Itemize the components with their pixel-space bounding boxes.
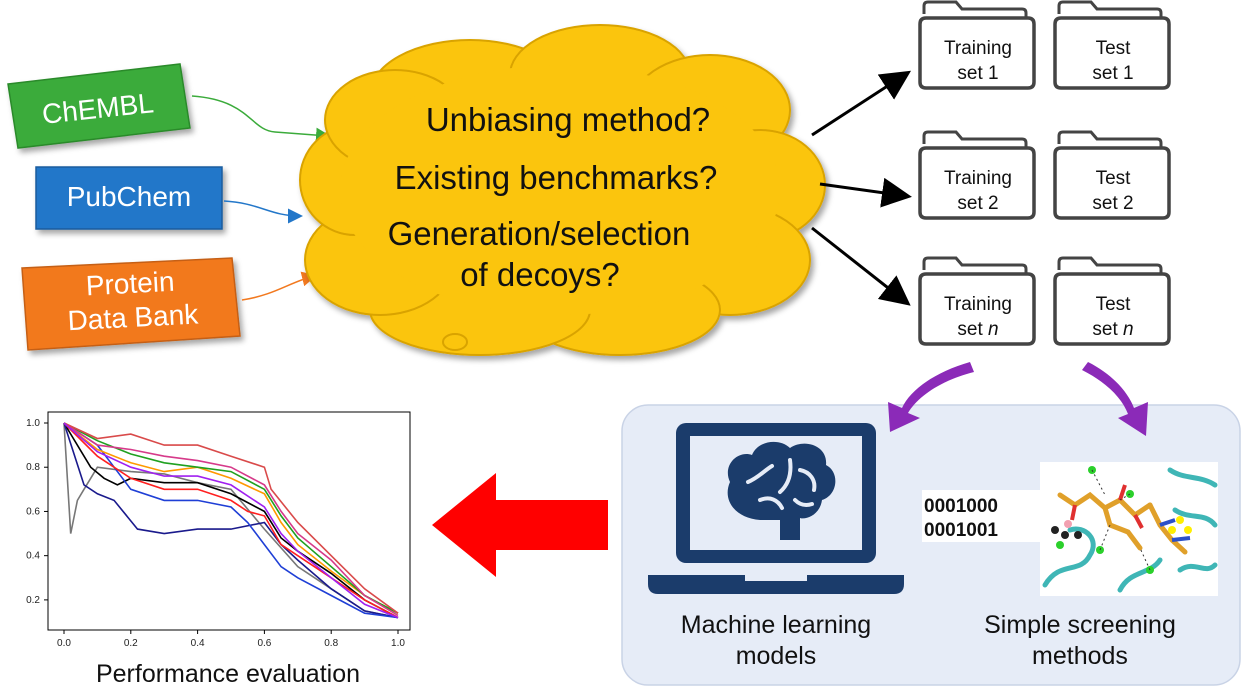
training-2-line1: Training — [944, 168, 1012, 189]
series-line-10 — [63, 422, 399, 619]
screening-label-line1: Simple screening — [984, 611, 1176, 639]
x-tick-label: 0.8 — [324, 638, 338, 649]
y-tick-label: 0.2 — [26, 595, 40, 606]
x-tick-label: 0.2 — [124, 638, 138, 649]
purple-arrow-left — [888, 362, 974, 432]
split-arrow-3 — [811, 226, 911, 306]
cloud-line-2: Existing benchmarks? — [395, 159, 718, 196]
series-line-4 — [63, 422, 399, 619]
test-1-line1: Test — [1096, 38, 1132, 59]
cloud-line-3: Generation/selection — [388, 215, 691, 252]
screening-label-line2: methods — [1032, 642, 1128, 670]
pdb-box — [21, 257, 241, 351]
pdb-label-line1: Protein — [85, 266, 175, 302]
training-n-line1: Training — [944, 294, 1012, 315]
performance-chart: 0.0 0.2 0.4 0.6 0.8 1.0 0.2 0.4 0.6 0.8 1.0 — [26, 411, 411, 649]
series-line-9 — [63, 422, 399, 614]
series-line-2 — [63, 422, 399, 619]
x-tick-label: 0.0 — [57, 638, 71, 649]
ml-label-line2: models — [736, 642, 817, 670]
red-arrow — [432, 473, 608, 577]
test-n-line2: set n — [1092, 319, 1133, 340]
training-2-line2: set 2 — [957, 193, 998, 214]
training-n-line2: set n — [957, 319, 998, 340]
purple-arrow-right — [1082, 362, 1148, 436]
test-n-line1: Test — [1096, 294, 1132, 315]
split-arrow-1 — [811, 70, 912, 137]
series-line-8 — [63, 422, 399, 617]
brain-icon — [727, 441, 836, 540]
molecule-image — [922, 462, 1218, 596]
series-line-6 — [63, 422, 399, 614]
fingerprint-row-2: 0001001 — [924, 520, 998, 541]
test-1-line2: set 1 — [1092, 63, 1133, 84]
chembl-arrow — [191, 95, 331, 143]
plot-frame — [47, 411, 411, 631]
training-1-line1: Training — [944, 38, 1012, 59]
pubchem-box — [35, 166, 223, 230]
ml-label-line1: Machine learning — [681, 611, 871, 639]
series-line-3 — [63, 422, 399, 619]
test-2-line1: Test — [1096, 168, 1132, 189]
pubchem-arrow — [223, 200, 303, 224]
series-line-7 — [63, 422, 399, 614]
y-tick-label: 0.8 — [26, 462, 40, 473]
pdb-arrow — [241, 271, 317, 301]
split-arrow-2 — [819, 177, 912, 208]
cloud-line-1: Unbiasing method? — [426, 101, 710, 138]
y-tick-label: 1.0 — [26, 418, 40, 429]
pdb-label-line2: Data Bank — [67, 298, 200, 336]
y-tick-label: 0.6 — [26, 506, 40, 517]
cloud-line-4: of decoys? — [460, 256, 620, 293]
y-tick-label: 0.4 — [26, 551, 40, 562]
fingerprint-row-1: 0001000 — [924, 496, 998, 517]
x-tick-label: 1.0 — [391, 638, 405, 649]
pubchem-label: PubChem — [67, 181, 192, 212]
series-line-1 — [63, 422, 399, 619]
question-cloud — [299, 24, 826, 356]
chembl-box — [7, 63, 191, 149]
x-tick-label: 0.6 — [257, 638, 271, 649]
test-2-line2: set 2 — [1092, 193, 1133, 214]
x-tick-label: 0.4 — [191, 638, 205, 649]
training-1-line2: set 1 — [957, 63, 998, 84]
performance-caption: Performance evaluation — [96, 660, 360, 688]
